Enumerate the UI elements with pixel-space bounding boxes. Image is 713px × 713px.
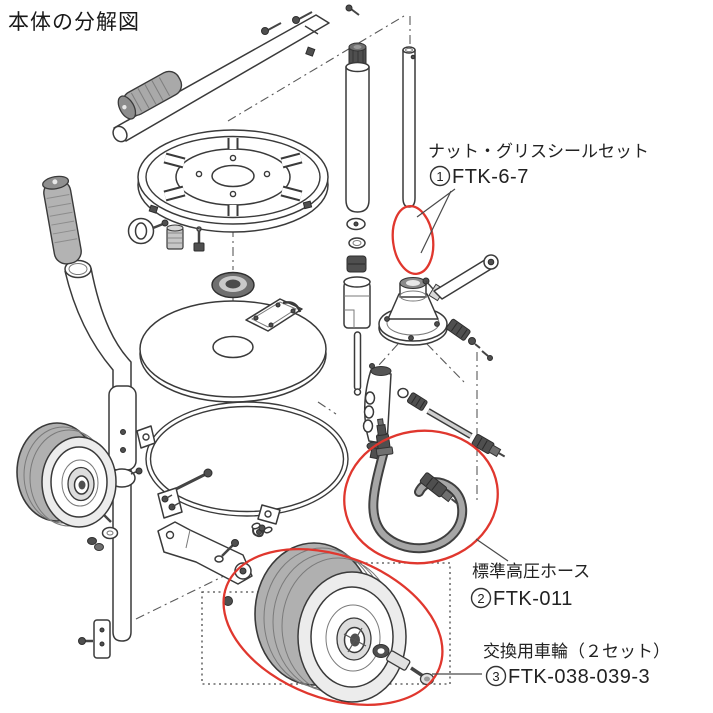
drum-cover-plate <box>137 129 329 233</box>
leader-nut-seal-b <box>420 190 452 254</box>
wheel-left <box>16 422 117 528</box>
callout-name: 標準高圧ホース <box>472 562 590 581</box>
outlet-fitting <box>446 318 471 341</box>
callout-number: 2 <box>477 591 484 606</box>
follower-plate <box>139 298 327 403</box>
plate-bolt <box>193 226 205 252</box>
number-badge-icon <box>429 165 451 187</box>
drum-band <box>136 401 349 538</box>
handle-grip <box>117 70 183 120</box>
suction-tube <box>402 46 416 208</box>
leg-grip <box>42 175 82 265</box>
callout-name: 交換用車輪（２セット） <box>483 642 670 661</box>
callout-hose: 標準高圧ホース 2 FTK-011 <box>470 562 590 610</box>
leader-lines <box>416 188 509 675</box>
gun-knurl <box>406 392 428 411</box>
callout-code: FTK-6-7 <box>452 166 529 188</box>
callout-code: FTK-011 <box>493 588 573 610</box>
gun-coupler <box>471 434 506 458</box>
cover-knob <box>127 217 169 245</box>
handle-leg <box>42 175 143 659</box>
pump-head <box>378 254 499 361</box>
highlight-ellipse-nut-seal <box>391 205 435 275</box>
spring <box>166 224 184 250</box>
callout-nut-seal: ナット・グリスシールセット 1 FTK-6-7 <box>428 142 649 188</box>
wheel-replacement <box>254 542 435 703</box>
leader-hose <box>475 538 509 562</box>
handle-bar <box>112 4 360 143</box>
high-pressure-hose <box>368 418 468 554</box>
pump-tube <box>345 42 370 213</box>
bearing <box>211 271 255 299</box>
grease-gun <box>362 363 506 460</box>
callout-name: ナット・グリスシールセット <box>428 142 649 161</box>
pump-lever <box>422 254 499 302</box>
dashed-outline-box <box>201 562 451 685</box>
callout-code: FTK-038-039-3 <box>508 666 650 688</box>
leader-nut-seal-a <box>416 188 456 218</box>
hose-fitting-end <box>419 472 459 505</box>
number-badge-icon <box>485 665 507 687</box>
highlight-ellipse-wheel <box>222 547 444 707</box>
highlight-ellipse-hose <box>343 429 499 565</box>
callout-number: 3 <box>492 669 499 684</box>
plate-bracket <box>245 298 303 332</box>
callout-number: 1 <box>436 169 443 184</box>
parts-column <box>343 217 371 396</box>
number-badge-icon <box>470 587 492 609</box>
page-title: 本体の分解図 <box>8 11 140 34</box>
callout-wheel: 交換用車輪（２セット） 3 FTK-038-039-3 <box>483 642 670 688</box>
